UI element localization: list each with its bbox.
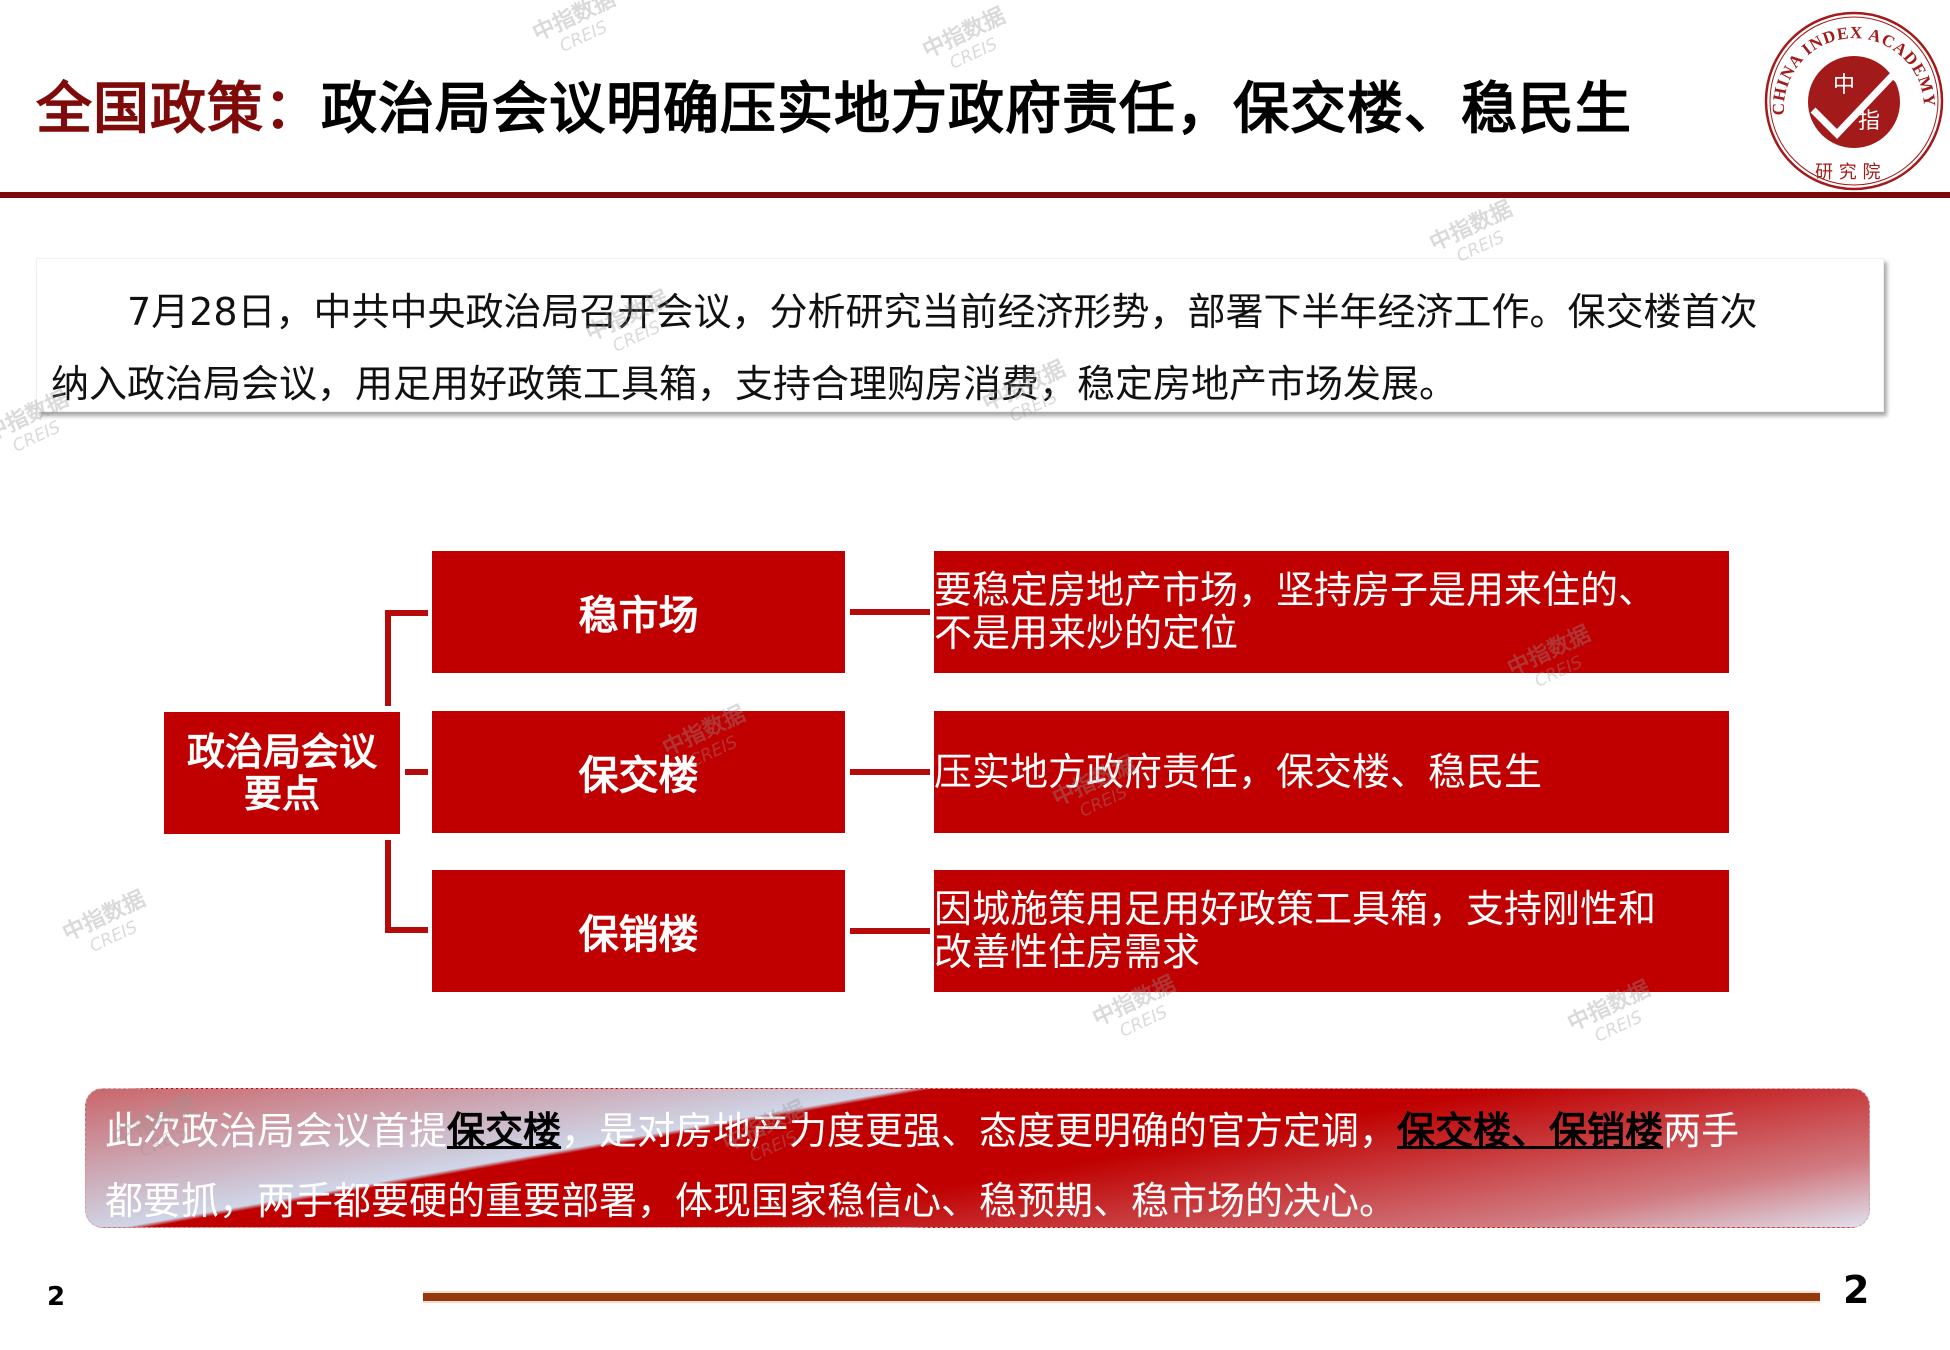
conclusion-banner (85, 1088, 1870, 1228)
desc-line: 改善性住房需求 (934, 930, 1201, 974)
key-node-guarantee-delivery: 保交楼 (432, 711, 845, 833)
china-index-academy-logo-icon: CHINA INDEX ACADEMY 中 指 研 究 院 (1764, 11, 1944, 191)
highlight-delivery-and-sales: 保交楼、保销楼 (1397, 1109, 1664, 1153)
title-divider (0, 192, 1950, 198)
svg-text:研 究 院: 研 究 院 (1815, 162, 1880, 183)
desc-node-2: 压实地方政府责任，保交楼、稳民生 (934, 711, 1729, 833)
svg-text:中: 中 (1833, 73, 1855, 98)
connector-branch-middle (405, 769, 428, 775)
connector-row-2 (850, 769, 930, 775)
slide-title: 全国政策：政治局会议明确压实地方政府责任，保交楼、稳民生 (36, 70, 1632, 150)
desc-node-3: 因城施策用足用好政策工具箱，支持刚性和 改善性住房需求 (934, 870, 1729, 992)
connector-vertical-top (385, 610, 391, 706)
center-label-line-2: 要点 (243, 772, 320, 816)
conclusion-text: 此次政治局会议首提保交楼，是对房地产力度更强、态度更明确的官方定调，保交楼、保销… (105, 1096, 1865, 1236)
conclusion-line-1: 此次政治局会议首提保交楼，是对房地产力度更强、态度更明确的官方定调，保交楼、保销… (105, 1109, 1740, 1153)
conclusion-line-2: 都要抓，两手都要硬的重要部署，体现国家稳信心、稳预期、稳市场的决心。 (105, 1179, 1398, 1223)
intro-line-1: 7月28日，中共中央政治局召开会议，分析研究当前经济形势，部署下半年经济工作。保… (127, 290, 1758, 334)
connector-branch-top (385, 610, 428, 616)
key-label: 稳市场 (578, 593, 699, 639)
page-number-right: 2 (1843, 1268, 1870, 1312)
connector-row-3 (850, 928, 930, 934)
intro-line-2: 纳入政治局会议，用足用好政策工具箱，支持合理购房消费，稳定房地产市场发展。 (51, 362, 1458, 406)
desc-node-1: 要稳定房地产市场，坚持房子是用来住的、 不是用来炒的定位 (934, 551, 1729, 673)
key-label: 保交楼 (578, 753, 699, 799)
key-node-stabilize-market: 稳市场 (432, 551, 845, 673)
key-label: 保销楼 (578, 912, 699, 958)
intro-box: 7月28日，中共中央政治局召开会议，分析研究当前经济形势，部署下半年经济工作。保… (36, 258, 1884, 412)
desc-line: 要稳定房地产市场，坚持房子是用来住的、 (934, 568, 1657, 612)
desc-line: 因城施策用足用好政策工具箱，支持刚性和 (934, 887, 1657, 931)
desc-line: 不是用来炒的定位 (934, 611, 1239, 655)
center-node: 政治局会议 要点 (164, 712, 400, 834)
connector-vertical-bottom (385, 840, 391, 933)
footer-divider (423, 1293, 1820, 1301)
connector-row-1 (850, 609, 930, 615)
page-number-left: 2 (47, 1282, 66, 1312)
highlight-guarantee-delivery: 保交楼 (447, 1109, 562, 1153)
svg-text:指: 指 (1858, 109, 1880, 134)
key-node-guarantee-sales: 保销楼 (432, 870, 845, 992)
title-lead: 全国政策： (36, 77, 321, 142)
center-label-line-1: 政治局会议 (186, 730, 377, 774)
connector-branch-bottom (385, 927, 428, 933)
desc-line: 压实地方政府责任，保交楼、稳民生 (934, 749, 1543, 794)
title-rest: 政治局会议明确压实地方政府责任，保交楼、稳民生 (321, 77, 1632, 142)
